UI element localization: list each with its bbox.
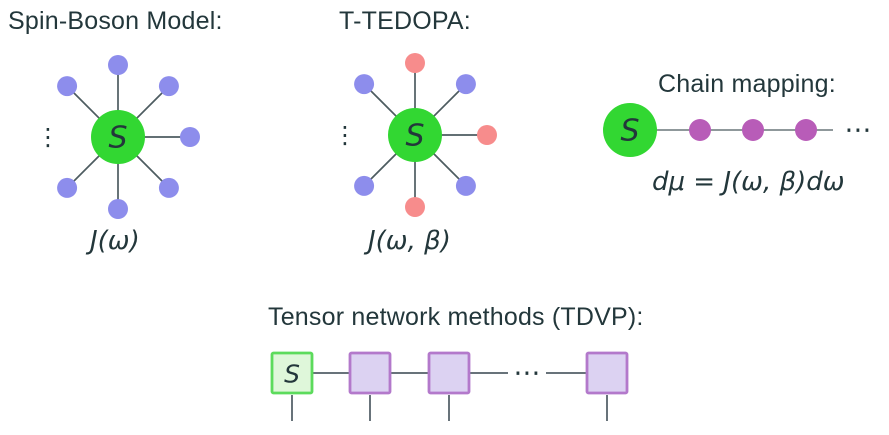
tensor-network-title: Tensor network methods (TDVP): xyxy=(268,303,644,331)
spin-boson-star-figure: S⋮ xyxy=(36,55,200,219)
system-node xyxy=(388,108,442,162)
bath-mode-node-purple xyxy=(455,74,476,95)
chain-mapping-figure: S⋯ xyxy=(603,103,872,157)
chain-tensor xyxy=(427,351,471,395)
bath-mode-node-red xyxy=(477,125,497,145)
system-tensor-label: S xyxy=(284,360,300,389)
vertical-ellipsis: ⋮ xyxy=(36,123,60,151)
chain-tensor xyxy=(585,351,629,395)
system-label: S xyxy=(620,114,639,149)
bath-mode-node-purple xyxy=(108,199,128,219)
bath-mode-node-purple xyxy=(354,175,375,196)
chain-mode-node xyxy=(742,119,764,141)
bath-mode-node-purple xyxy=(354,74,375,95)
bath-mode-node-purple xyxy=(455,175,476,196)
spectral-density-formula: J(ω) xyxy=(90,226,140,256)
vertical-ellipsis: ⋮ xyxy=(333,121,357,149)
spin-boson-title: Spin-Boson Model: xyxy=(8,7,223,35)
bath-mode-node-red xyxy=(405,197,425,217)
bath-mode-node-purple xyxy=(158,76,179,97)
bath-mode-node-purple xyxy=(57,76,78,97)
bath-mode-node-purple xyxy=(158,177,179,198)
t-tedopa-star-figure: S⋮ xyxy=(333,53,497,217)
horizontal-ellipsis: ⋯ xyxy=(845,115,872,146)
bath-mode-node-red xyxy=(405,53,425,73)
thermal-spectral-density-formula: J(ω, β) xyxy=(368,226,451,256)
chain-mapping-title: Chain mapping: xyxy=(658,70,836,98)
bath-mode-node-purple xyxy=(57,177,78,198)
t-tedopa-title: T-TEDOPA: xyxy=(339,7,471,35)
chain-mode-node xyxy=(795,119,817,141)
system-node xyxy=(91,110,145,164)
chain-mode-node xyxy=(689,119,711,141)
bath-mode-node-purple xyxy=(180,127,200,147)
chain-measure-formula: dμ = J(ω, β)dω xyxy=(652,167,845,197)
bath-mode-node-purple xyxy=(108,55,128,75)
horizontal-ellipsis: ⋯ xyxy=(514,358,541,389)
chain-tensor xyxy=(348,351,392,395)
system-tensor xyxy=(270,351,314,395)
system-label: S xyxy=(405,119,424,154)
system-label: S xyxy=(108,121,127,156)
tensor-network-mps-figure: S⋯ xyxy=(270,351,629,421)
system-node xyxy=(603,103,657,157)
